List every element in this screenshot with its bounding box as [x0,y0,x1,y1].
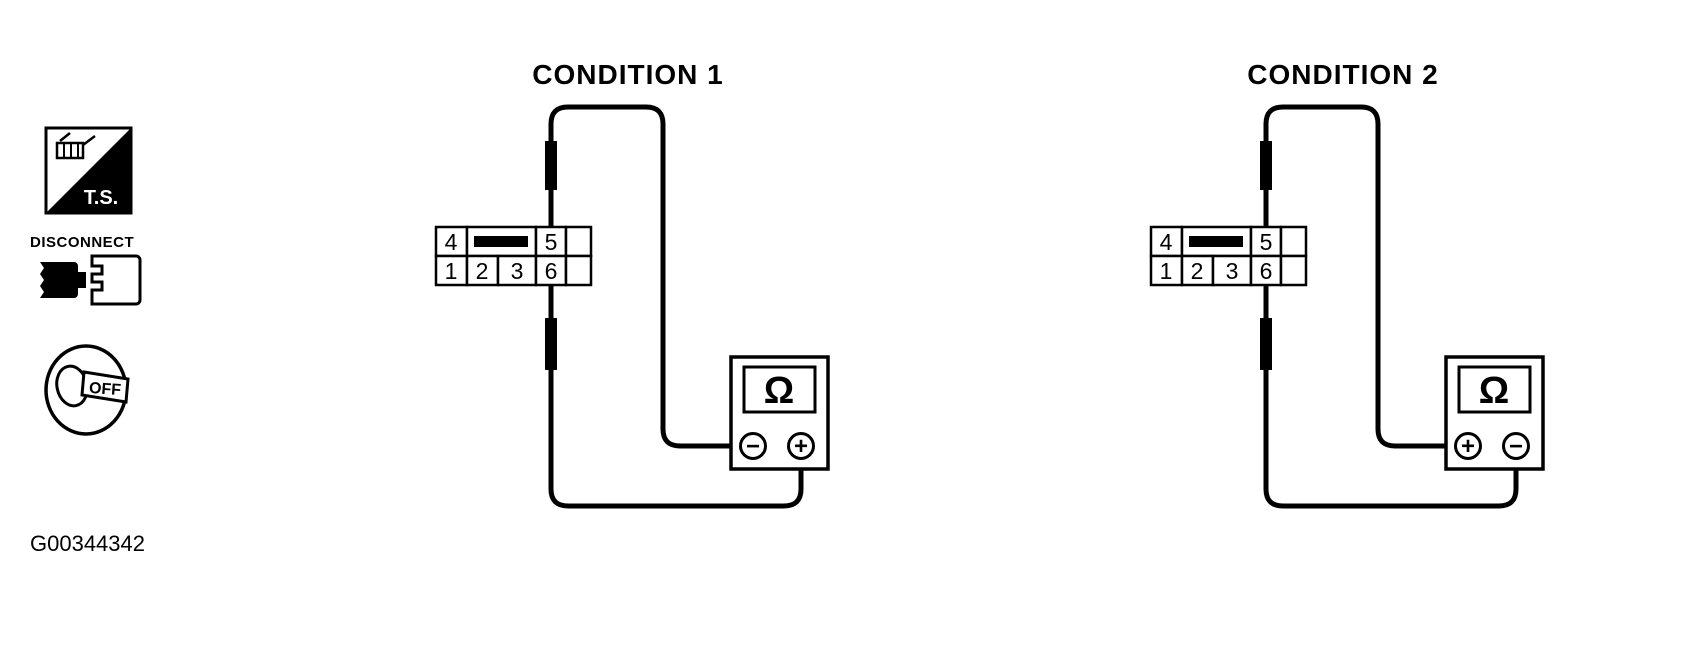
condition-2-bottom-wire [1263,284,1519,509]
condition-2-meter-left-terminal [1454,432,1482,460]
ignition-key-off-icon: OFF [44,344,130,436]
disconnect-female-half [90,254,142,306]
condition-2-pin-6-label: 6 [1260,258,1273,284]
condition-2-pin-4-label: 4 [1160,229,1173,255]
condition-2-meter-right-terminal-sign: − [1509,433,1523,460]
condition-1-diagram: CONDITION 1 4 5 1 2 3 6 [434,59,830,509]
condition-1-meter-left-terminal-sign: − [746,433,760,460]
condition-2-meter-left-terminal-sign: + [1461,433,1475,460]
condition-1-connector-keyway [474,236,528,247]
condition-2-connector-keyway [1189,236,1243,247]
condition-1-ohm-symbol: Ω [764,370,794,412]
condition-2-upper-terminal-stub [1260,141,1272,190]
condition-1-ohmmeter: Ω − + [729,355,830,471]
disconnect-male-half [40,262,86,298]
condition-2-pin-2-label: 2 [1191,258,1204,284]
circuit-tester-ts-icon: T.S. [44,126,133,215]
ts-label: T.S. [84,187,118,209]
disconnect-icon: DISCONNECT [30,234,142,306]
condition-1-bottom-wire [548,284,804,509]
key-off-blade [80,370,130,404]
condition-2-top-wire [1263,104,1455,449]
condition-2-ohm-symbol: Ω [1479,370,1509,412]
ts-icon-tester-graphic [55,132,96,160]
condition-2-pin-3-label: 3 [1226,258,1239,284]
condition-2-title: CONDITION 2 [1247,59,1438,90]
condition-1-connector: 4 5 1 2 3 6 [434,225,593,287]
condition-1-meter-left-terminal [739,432,767,460]
condition-2-lower-terminal-stub [1260,318,1272,370]
condition-1-meter-right-terminal-sign: + [794,433,808,460]
condition-1-upper-terminal-stub [545,141,557,190]
condition-1-pin-5-label: 5 [545,229,558,255]
condition-1-title: CONDITION 1 [532,59,723,90]
condition-2-diagram: CONDITION 2 4 5 1 2 3 6 [1149,59,1545,509]
figure-id: G00344342 [30,531,145,556]
condition-1-top-wire [548,104,740,449]
condition-1-pin-6-label: 6 [545,258,558,284]
key-off-label: OFF [88,380,121,399]
condition-2-meter-right-terminal [1502,432,1530,460]
condition-2-connector: 4 5 1 2 3 6 [1149,225,1308,287]
condition-1-meter-right-terminal [787,432,815,460]
condition-2-pin-1-label: 1 [1160,258,1173,284]
condition-1-pin-2-label: 2 [476,258,489,284]
condition-1-lower-terminal-stub [545,318,557,370]
condition-1-pin-1-label: 1 [445,258,458,284]
ts-icon-triangle [46,128,131,213]
condition-1-pin-3-label: 3 [511,258,524,284]
condition-2-pin-5-label: 5 [1260,229,1273,255]
disconnect-label: DISCONNECT [30,234,134,251]
condition-1-pin-4-label: 4 [445,229,458,255]
condition-2-ohmmeter: Ω + − [1444,355,1545,471]
